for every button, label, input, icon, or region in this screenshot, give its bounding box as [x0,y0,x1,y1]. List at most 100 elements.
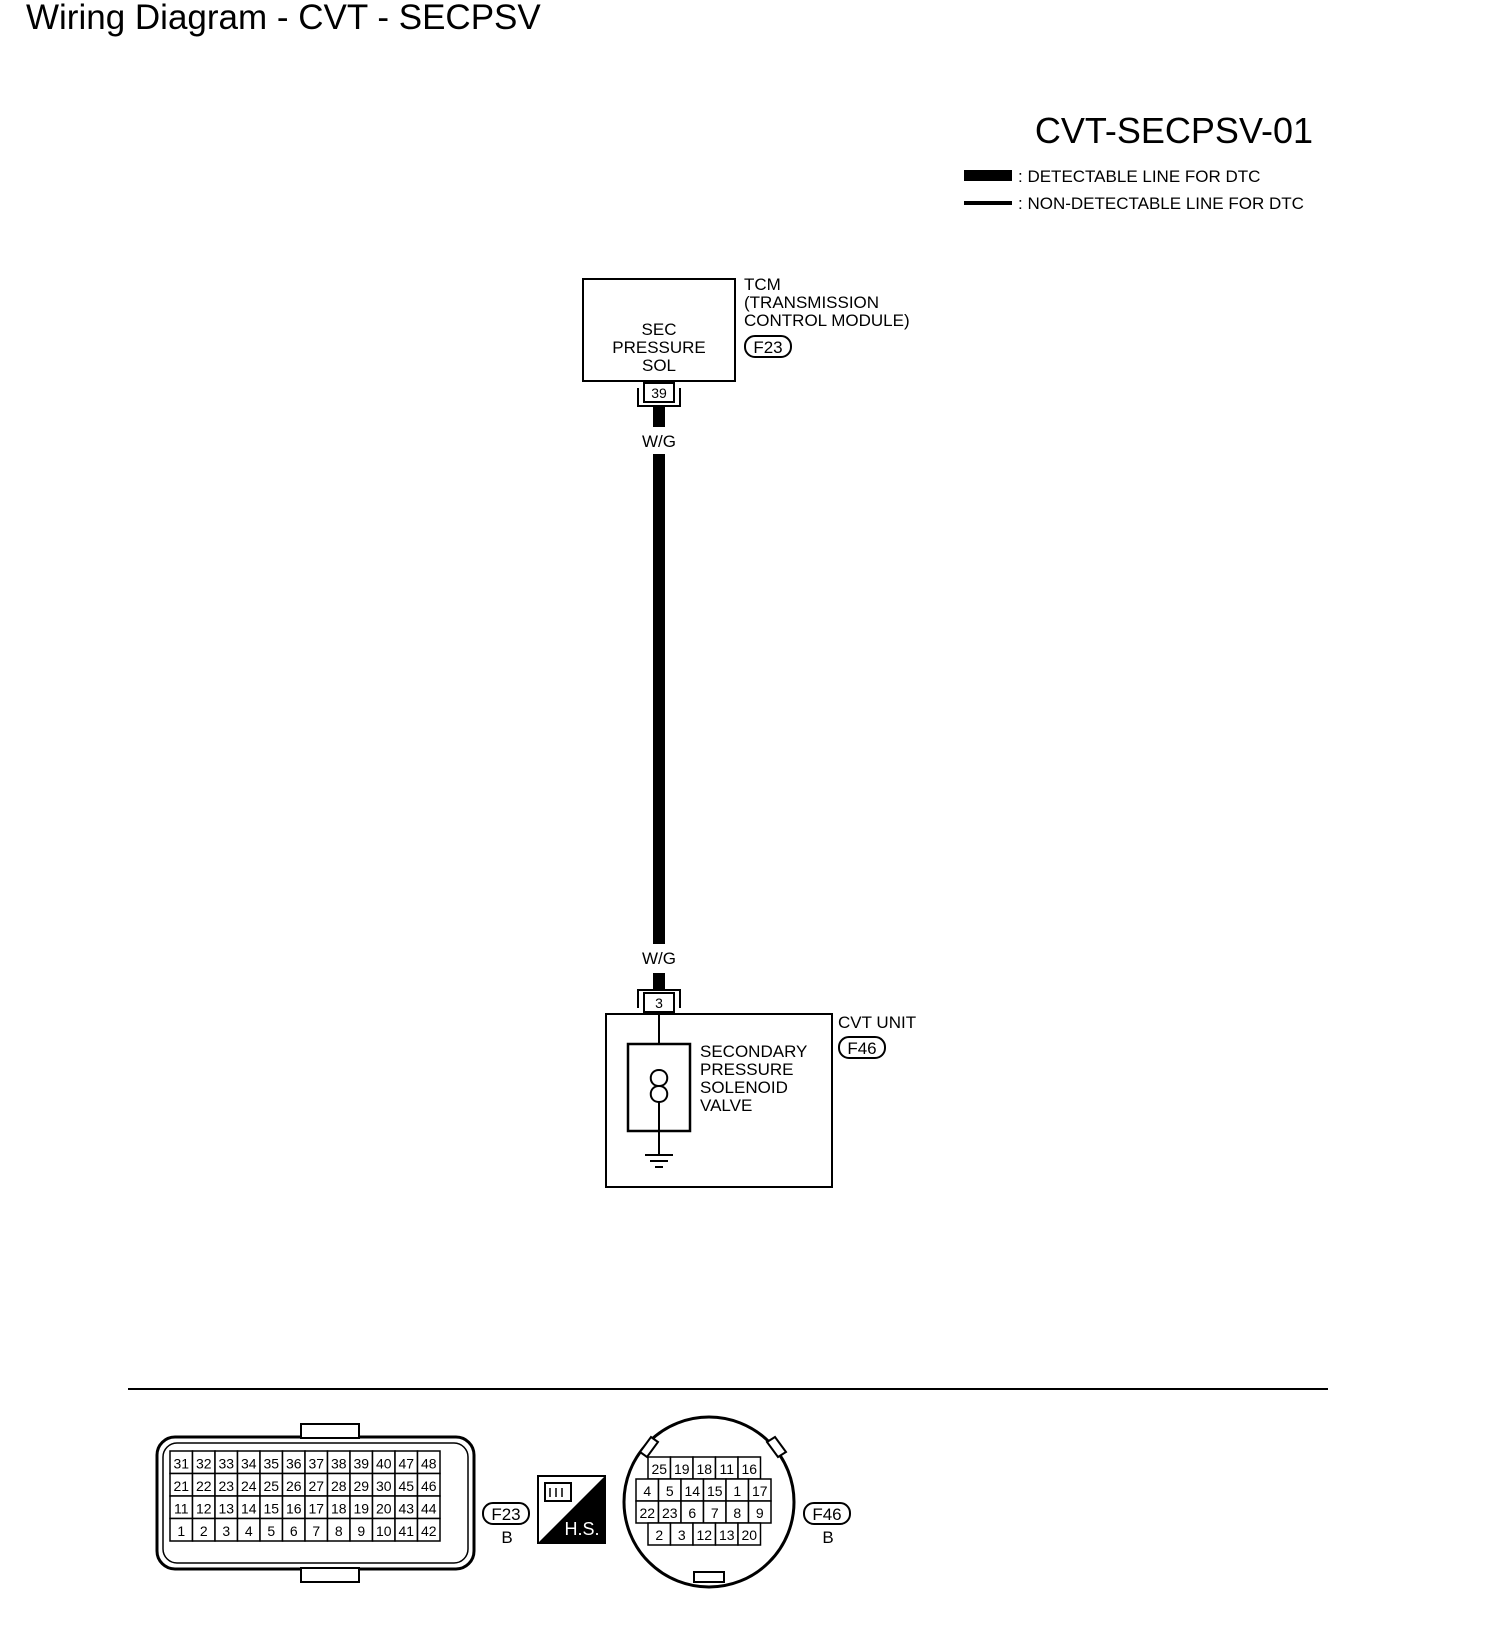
hs-badge: H.S. [537,1475,606,1544]
f23-pin-label: 24 [241,1478,257,1494]
f23-pin-label: 45 [398,1478,414,1494]
f23-pin-label: 36 [286,1456,302,1472]
f23-pin-label: 21 [173,1478,189,1494]
f46-pin-label: 19 [674,1461,690,1477]
f23-color-code: B [501,1528,512,1547]
f46-pin-label: 18 [696,1461,712,1477]
f23-pin-label: 48 [421,1456,437,1472]
f23-pin-label: 27 [308,1478,324,1494]
f23-pin-label: 5 [267,1523,275,1539]
f46-pin-label: 11 [719,1461,734,1477]
f23-pin-label: 10 [376,1523,392,1539]
wire-stub-bottom [653,973,665,989]
f23-pin-label: 3 [222,1523,230,1539]
f23-pin-label: 6 [290,1523,298,1539]
f23-pin-label: 22 [196,1478,212,1494]
f23-pin-label: 20 [376,1501,392,1517]
f23-bottom-latch [300,1567,360,1583]
f46-pin-label: 14 [684,1483,700,1499]
f23-pin-label: 4 [245,1523,253,1539]
f23-pin-label: 9 [357,1523,365,1539]
legend-non-detectable: : NON-DETECTABLE LINE FOR DTC [1018,194,1304,213]
f23-pin-cell [416,1517,441,1542]
f46-pin-label: 2 [655,1527,663,1543]
wire-color-bottom: W/G [642,949,676,968]
f23-pin-label: 41 [398,1523,414,1539]
f23-pin-label: 12 [196,1501,212,1517]
non-detectable-line-sample [964,201,1012,205]
wire-w-g: W/G W/G [642,406,676,989]
f46-pin-label: 23 [662,1505,678,1521]
diagram-id: CVT-SECPSV-01 [1035,110,1313,151]
f23-pin-label: 25 [263,1478,279,1494]
tcm-internal-line-2: PRESSURE [612,338,706,357]
cvt-internal-line-2: PRESSURE [700,1060,794,1079]
f23-pin-label: 8 [335,1523,343,1539]
f23-pin-label: 31 [173,1456,189,1472]
legend: : DETECTABLE LINE FOR DTC : NON-DETECTAB… [964,167,1304,213]
cvt-internal-line-3: SOLENOID [700,1078,788,1097]
tcm-connector-label: F23 [753,338,782,357]
f46-pin-label: 20 [741,1527,757,1543]
wire-color-top: W/G [642,432,676,451]
f23-pin-label: 16 [286,1501,302,1517]
tcm-name-line-2: (TRANSMISSION [744,293,879,312]
f46-right-key [765,1435,788,1459]
f23-pin-label: 39 [353,1456,369,1472]
f46-badge-label: F46 [812,1505,841,1524]
f46-pin-label: 12 [696,1527,712,1543]
f23-pin-label: 35 [263,1456,279,1472]
f46-pin-label: 17 [752,1483,768,1499]
f23-pin-label: 1 [177,1523,185,1539]
connector-icon-body [544,1482,572,1502]
wire-stub-top [653,406,665,427]
detectable-line-sample [964,170,1012,181]
tcm-internal-line-3: SOL [642,356,676,375]
cvt-internal-line-1: SECONDARY [700,1042,807,1061]
f23-pin-label: 43 [398,1501,414,1517]
f23-pin-label: 2 [200,1523,208,1539]
f23-pin-label: 30 [376,1478,392,1494]
f46-bottom-key [693,1571,725,1583]
f46-pin-label: 25 [651,1461,667,1477]
f23-badge-label: F23 [491,1505,520,1524]
f23-pin-label: 37 [308,1456,324,1472]
f23-pin-label: 13 [218,1501,234,1517]
cvt-terminal-bracket [637,989,681,1008]
f46-badge [803,1502,851,1525]
f23-pin-label: 23 [218,1478,234,1494]
f23-pin-label: 15 [263,1501,279,1517]
f23-top-latch [300,1423,360,1439]
f23-pin-label: 32 [196,1456,212,1472]
cvt-connector-label: F46 [847,1039,876,1058]
tcm-name-line-1: TCM [744,275,781,294]
cvt-internal-line-4: VALVE [700,1096,752,1115]
cvt-connector-badge [838,1036,886,1059]
f46-pin-label: 4 [643,1483,651,1499]
hs-badge-fill [538,1476,605,1543]
f46-pin-label: 9 [756,1505,764,1521]
f23-badge [482,1502,530,1525]
tcm-internal-line-1: SEC [642,320,677,339]
f46-pin-label: 16 [741,1461,757,1477]
f23-pin-label: 19 [353,1501,369,1517]
f23-pin-label: 44 [421,1501,437,1517]
f46-pin-label: 15 [707,1483,723,1499]
f23-pin-label: 7 [312,1523,320,1539]
f23-housing-inner [162,1442,469,1564]
f23-pin-label: 17 [308,1501,324,1517]
f23-pin-label: 47 [398,1456,414,1472]
hs-badge-text: H.S. [564,1519,599,1539]
f46-pin-label: 13 [719,1527,735,1543]
page-title: Wiring Diagram - CVT - SECPSV [26,0,541,37]
wire-segment [653,454,665,944]
f46-pin-label: 3 [678,1527,686,1543]
cvt-terminal-number: 3 [655,995,663,1011]
cvt-unit: 3 SECONDARY PRESSURE SOLENOID VALVE CVT … [605,989,916,1188]
connector-icon [544,1482,572,1502]
